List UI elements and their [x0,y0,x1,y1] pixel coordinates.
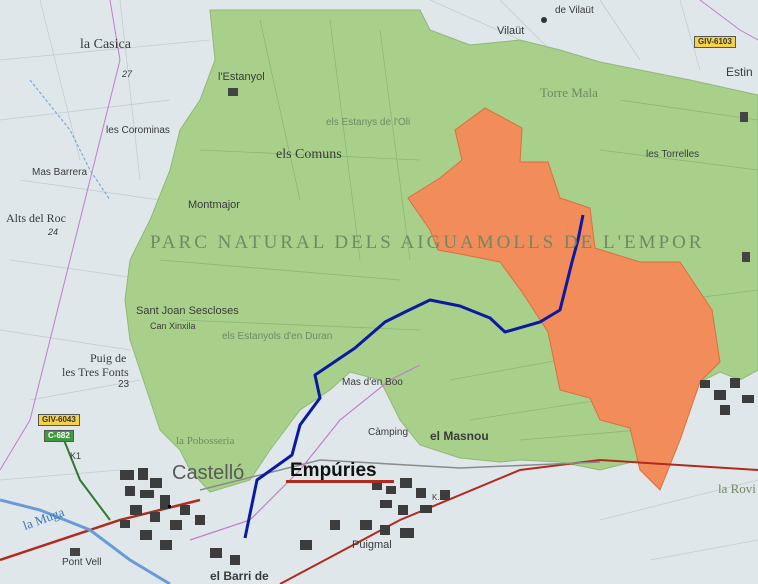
river-canal [29,79,111,201]
label-k1: K1 [70,451,82,461]
label-estanys-oli: els Estanys de l'Oli [326,117,411,128]
empuries-underline [286,480,394,483]
label-pont-vell: Pont Vell [62,557,102,568]
label-la-pobosseria: la Pobosseria [176,435,235,447]
road-badge-giv6043: GIV-6043 [38,414,80,426]
label-alts-del-roc: Alts del Roc [6,211,66,225]
label-la-rovira: la Rovi [718,481,756,496]
label-el-masnou: el Masnou [430,429,489,443]
label-els-comuns: els Comuns [276,147,342,162]
label-vilaut: Vilaüt [497,25,525,37]
field-lines [0,0,758,561]
label-tres-fonts: les Tres Fonts [62,365,129,379]
label-23: 23 [118,379,130,390]
label-montmajor: Montmajor [188,199,240,211]
label-24: 24 [48,227,59,237]
label-castello: Castelló [172,462,245,484]
label-estanyols-duran: els Estanyols d'en Duran [222,331,333,342]
road-badge-giv6103: GIV-6103 [694,36,736,48]
label-27: 27 [122,69,133,79]
label-empuries: Empúries [290,460,377,481]
park-field-lines [159,19,758,441]
label-la-casica: la Casica [80,37,131,52]
label-sant-joan: Sant Joan Sescloses [136,305,239,317]
label-les-corominas: les Corominas [106,125,170,136]
label-mas-den-boo: Mas d'en Boo [342,377,403,388]
label-camping: Càmping [368,427,409,438]
label-torre-mala: Torre Mala [540,85,598,100]
road-badge-c682: C-682 [44,430,74,442]
label-de-vilaut: de Vilaüt [555,5,594,16]
label-can-xinxila: Can Xinxila [150,321,196,331]
label-puigmal: Puigmal [352,539,392,551]
map-symbols [70,17,750,556]
route-line [243,214,585,539]
river-muga [0,498,171,584]
label-puig-de: Puig de [90,351,127,365]
town-blocks [120,378,754,565]
label-k31: K.31 [432,493,449,502]
park-name-label: PARC NATURAL DELS AIGUAMOLLS DE L'EMPOR [150,232,705,253]
label-estina: Estin [726,65,753,79]
label-les-torrelles: les Torrelles [646,149,700,160]
label-el-barri-de: el Barri de [210,569,269,583]
label-estanyol: l'Estanyol [218,71,265,83]
label-mas-barrera: Mas Barrera [32,167,88,178]
